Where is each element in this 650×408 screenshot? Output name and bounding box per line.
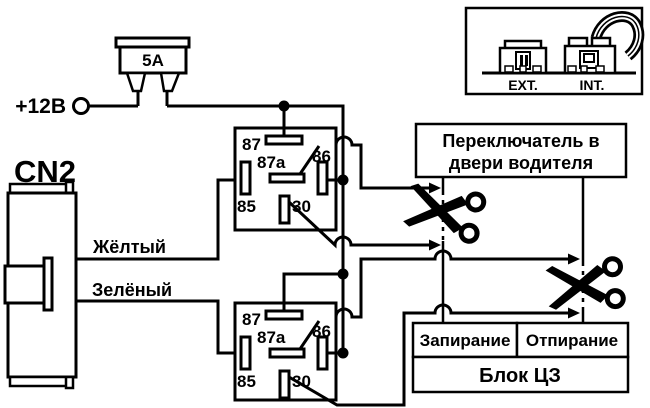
door-switch-label-line1: Переключатель в: [442, 131, 599, 151]
arrow-icon: [568, 307, 580, 319]
cn2-top-tab: [64, 180, 75, 195]
cn2-connector: CN2: [3, 154, 78, 390]
door-switch-label-line2: двери водителя: [449, 153, 593, 173]
arrow-icon: [568, 253, 580, 265]
relay-1-pin85-label: 85: [237, 197, 256, 216]
ext-slot-bar: [525, 55, 528, 66]
relay-1: 87 87a 86 85 30: [233, 106, 343, 232]
ext-connector-illustration: [498, 39, 548, 75]
relay-1-to-switch-wire: [334, 135, 429, 190]
connector-inset: EXT. INT.: [464, 6, 645, 96]
unlock-box: [515, 321, 630, 359]
green-wire-label: Зелёный: [92, 280, 172, 300]
ext-slot-bar: [520, 55, 523, 66]
fuse-leg-left: [125, 71, 147, 93]
door-switch-frame: [414, 122, 628, 179]
relay-2-pin86-label: 86: [312, 322, 331, 341]
int-foot: [580, 65, 588, 73]
relay-1-pin86-contact: [316, 160, 329, 196]
power-source: +12В: [15, 95, 90, 118]
cn2-latch: [3, 264, 50, 305]
relay-1-armature-line: [298, 145, 321, 175]
cn2-bottom-tab: [64, 375, 75, 390]
relay-1-pin30-output-wire: [287, 200, 429, 249]
relay-2-pin87a-label: 87a: [257, 328, 286, 347]
green-wire: [76, 299, 241, 355]
yellow-wire-label: Жёлтый: [92, 237, 166, 257]
cn2-latch-bar: [42, 256, 54, 312]
relay-2-pin87-label: 87: [242, 310, 261, 329]
relay-1-pin86-label: 86: [312, 147, 331, 166]
int-foot: [595, 65, 605, 73]
relay-2-pin30-output-wire: [288, 303, 569, 407]
unlock-box-label: Отпирание: [526, 331, 618, 350]
relay-2-pin85-contact: [239, 335, 252, 371]
relay-2-pin30-contact: [278, 369, 291, 400]
relay-1-pin30-contact: [278, 194, 291, 225]
ext-foot: [519, 65, 527, 73]
cn2-bottom-lip: [8, 375, 74, 388]
int-slot-inner: [583, 53, 595, 63]
relay-1-pin85-contact: [239, 160, 252, 196]
relay-2-pin87-wire: [282, 272, 343, 311]
fuse-rating-label: 5A: [142, 51, 164, 70]
relay-2-pin87a-contact: [268, 347, 306, 359]
yellow-wire: [76, 178, 241, 261]
central-lock-unit: Запирание Отпирание Блок ЦЗ: [411, 321, 630, 394]
int-connector-illustration: [563, 11, 645, 75]
int-foot: [567, 65, 577, 73]
relay-1-pin87-contact: [264, 134, 304, 146]
central-lock-unit-box: [411, 355, 630, 394]
driver-door-switch-box: Переключатель в двери водителя: [414, 122, 628, 179]
fuse-body: [118, 45, 188, 75]
relay-2-to-switch-wire: [334, 249, 569, 319]
relay-1-pin87a-label: 87a: [257, 153, 286, 172]
power-terminal-icon: [72, 97, 90, 115]
relay-2-armature-line: [298, 320, 321, 350]
central-lock-unit-label: Блок ЦЗ: [479, 365, 561, 387]
fuse-leg-right: [159, 71, 181, 93]
relay-2-pin85-label: 85: [237, 372, 256, 391]
relay-1-pin87-label: 87: [242, 135, 261, 154]
relay-2-pin87-contact: [264, 309, 304, 321]
ribbon-cable-stripe: [595, 15, 640, 57]
lock-box-label: Запирание: [420, 331, 511, 350]
ext-foot: [504, 65, 514, 73]
arrow-icon: [429, 239, 441, 251]
int-label: INT.: [580, 77, 605, 93]
scissors-icon: [545, 258, 624, 312]
power-voltage-label: +12В: [15, 95, 66, 118]
relay-2: 87 87a 86 85 30: [233, 272, 343, 402]
arrow-icon: [429, 182, 441, 194]
relay-2-pin86-contact: [316, 335, 329, 371]
ext-label: EXT.: [508, 77, 538, 93]
fuse: 5A: [114, 36, 191, 106]
relay-1-pin87a-contact: [268, 172, 306, 184]
ext-foot: [532, 65, 542, 73]
